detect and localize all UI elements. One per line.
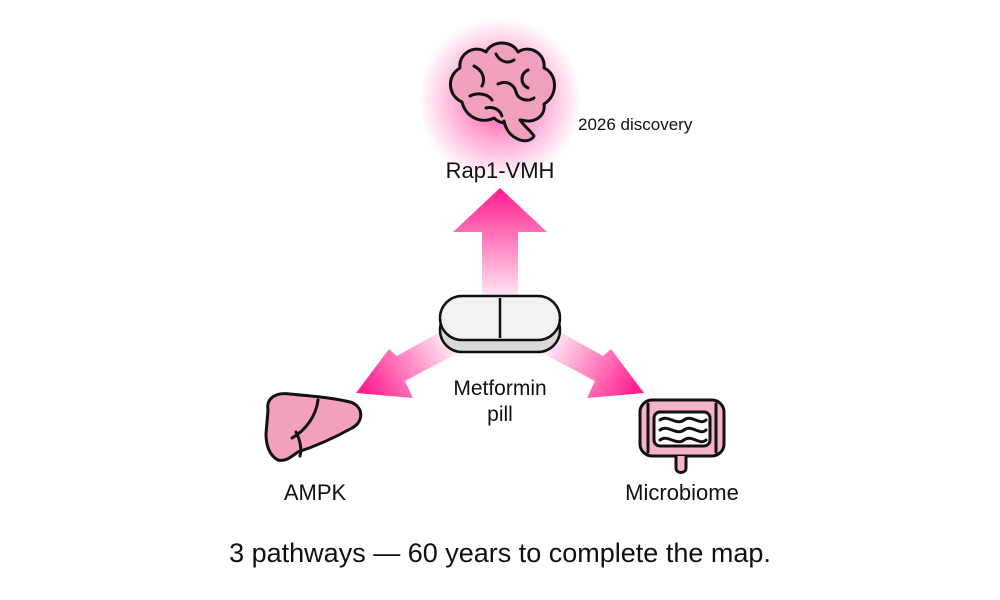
- gut-node-label: Microbiome: [625, 480, 739, 505]
- intestine-icon: [638, 398, 726, 474]
- center-label-line2: pill: [487, 403, 513, 426]
- discovery-note: 2026 discovery: [578, 115, 693, 134]
- pill-icon: [438, 294, 562, 354]
- brain-node-label: Rap1-VMH: [445, 158, 555, 183]
- arrow-to-liver: [356, 328, 460, 398]
- arrow-to-gut: [540, 328, 644, 398]
- liver-node-label: AMPK: [283, 480, 347, 505]
- liver-icon: [264, 392, 363, 462]
- brain-icon: [449, 41, 556, 143]
- caption: 3 pathways — 60 years to complete the ma…: [229, 538, 771, 568]
- center-label: Metformin pill: [453, 376, 546, 428]
- center-label-line1: Metformin: [453, 377, 547, 400]
- arrow-to-brain: [453, 188, 547, 300]
